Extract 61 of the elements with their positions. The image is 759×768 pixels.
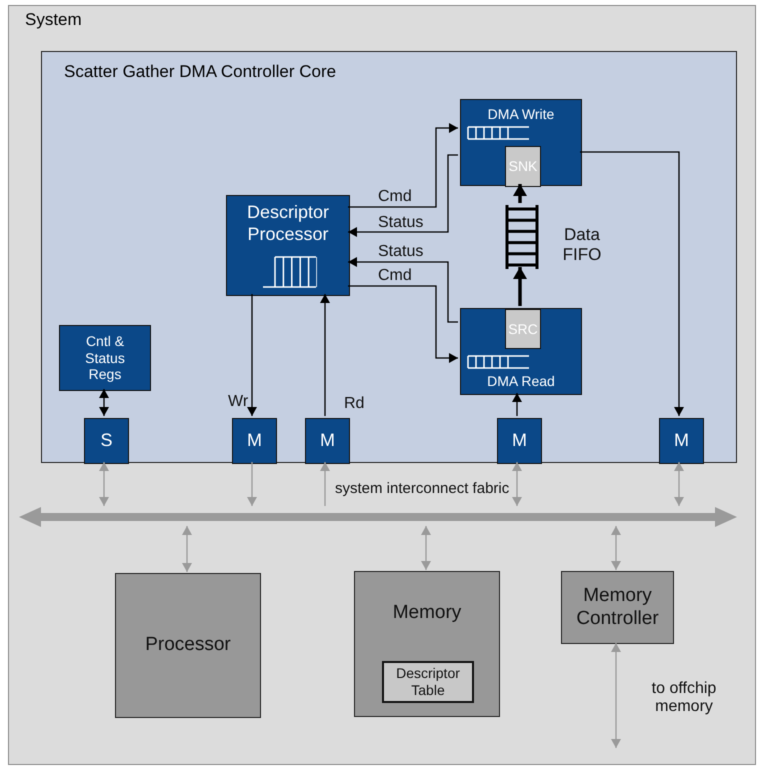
edge-label: Wr: [228, 393, 248, 412]
arrow: [99, 389, 109, 416]
core-title: Scatter Gather DMA Controller Core: [63, 62, 338, 82]
block-label: Processor: [144, 634, 232, 657]
block-label: Descriptor Table: [395, 665, 461, 699]
edge-label: Rd: [344, 395, 364, 414]
system-frame: [8, 5, 756, 765]
table-block: [382, 661, 474, 703]
arrow: [611, 643, 621, 748]
arrow: [247, 294, 257, 416]
slave-port: [84, 418, 129, 464]
block-label: Memory: [392, 602, 462, 625]
arrow: [182, 526, 192, 572]
bus-label: system interconnect fabric: [335, 480, 510, 498]
arrow: [348, 285, 458, 363]
arrow: [421, 526, 431, 570]
edge-label: Cmd: [378, 188, 412, 206]
arrow: [513, 267, 527, 306]
master-port: [497, 418, 542, 464]
port-label: M: [673, 430, 690, 452]
block-label: DMA Write: [486, 106, 556, 123]
block-label: Cntl & Status Regs: [84, 332, 126, 384]
arrow: [512, 393, 522, 416]
port-label: M: [246, 430, 263, 452]
arrow: [580, 151, 684, 416]
arrow: [320, 462, 330, 506]
arrow: [348, 154, 458, 237]
port-label: M: [511, 430, 528, 452]
arrow: [320, 294, 330, 416]
port-label: S: [99, 430, 114, 452]
sink-port: [505, 146, 541, 187]
arrow: [348, 257, 458, 323]
edge-label: Cmd: [378, 267, 412, 286]
processor-block: [115, 573, 261, 718]
block-label: DMA Read: [486, 373, 556, 390]
arrow: [611, 526, 621, 570]
master-port: [305, 418, 350, 464]
arrow: [512, 462, 522, 506]
edge-label: Status: [378, 214, 424, 232]
arrow: [247, 462, 257, 506]
memory-block: [354, 571, 500, 717]
frame-title: System: [24, 10, 83, 30]
read-block: [460, 308, 582, 395]
fifo-label: Data FIFO: [562, 225, 602, 266]
edge-label: to offchip memory: [650, 680, 718, 717]
processor-block: [226, 195, 350, 296]
register-block: [59, 325, 151, 391]
write-block: [460, 99, 582, 186]
block-label: Memory Controller: [575, 584, 660, 630]
arrow: [99, 462, 109, 506]
master-port: [232, 418, 277, 464]
edge-label: Status: [378, 243, 424, 262]
block-label: Descriptor Processor: [246, 202, 330, 246]
core-panel: [41, 51, 737, 463]
arrow: [674, 462, 684, 506]
arrow: [513, 184, 527, 203]
arrow: [348, 123, 458, 208]
controller-block: [561, 571, 674, 644]
port-label: M: [319, 430, 336, 452]
master-port: [659, 418, 704, 464]
source-port: [505, 309, 541, 349]
